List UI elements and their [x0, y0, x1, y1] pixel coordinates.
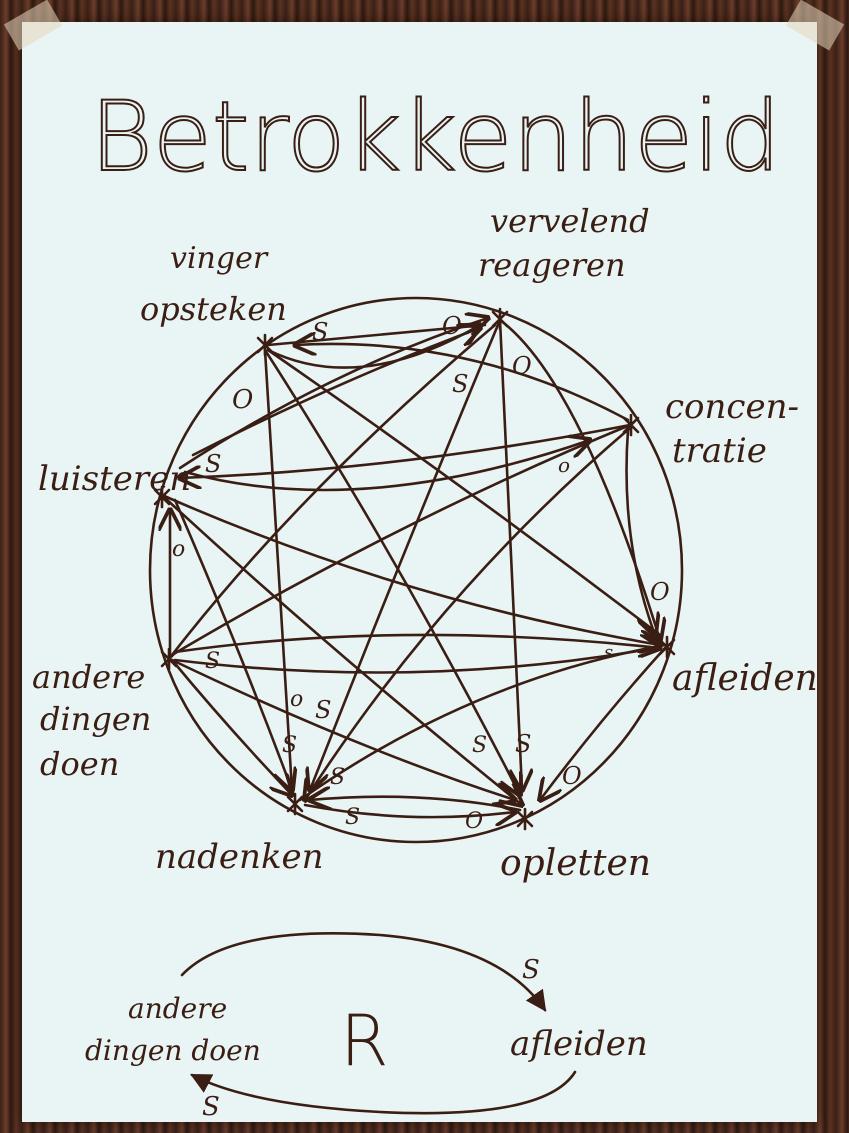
edge-marks: S O S O O S o O o S s o S S S S O S S O — [172, 312, 670, 834]
mark-s: S — [282, 733, 297, 758]
mark-o: O — [650, 578, 670, 606]
mark-s: S — [345, 805, 360, 830]
node-star-andere — [160, 647, 178, 671]
relationship-circle — [148, 296, 684, 844]
mark-o: O — [465, 809, 483, 834]
label-luisteren: luisteren — [38, 459, 191, 499]
label-concen: concen- — [665, 387, 799, 427]
mark-o: O — [562, 762, 582, 790]
mark-s: S — [205, 649, 220, 674]
edge-concentratie-nadenken — [305, 426, 632, 800]
edge-luisteren-vervelend-1 — [178, 318, 488, 470]
edge-vinger-opletten — [263, 348, 520, 795]
label-opletten: opletten — [500, 843, 651, 884]
label-reageren: reageren — [478, 246, 626, 284]
mark-s: S — [472, 733, 487, 758]
edge-luisteren-concentratie — [183, 440, 590, 492]
legend-right-node: afleiden — [510, 1024, 648, 1064]
edge-andere-opletten — [170, 658, 515, 800]
label-dingen: dingen — [40, 700, 151, 738]
mark-o: O — [442, 312, 462, 340]
mark-o-small: o — [172, 537, 185, 562]
label-nadenken: nadenken — [155, 837, 324, 877]
node-star-luisteren — [153, 485, 171, 509]
edge-afleiden-nadenken — [298, 643, 667, 802]
label-vervelend: vervelend — [490, 202, 650, 240]
edge-andere-afleiden-1 — [173, 633, 660, 652]
label-afleiden: afleiden — [672, 658, 818, 699]
mark-s: S — [205, 450, 221, 478]
edges — [162, 318, 665, 817]
mark-s: S — [452, 370, 468, 398]
label-tratie: tratie — [672, 431, 767, 471]
label-andere: andere — [32, 658, 145, 696]
edge-concentratie-vinger — [295, 344, 630, 422]
legend-arrow-bottom — [190, 1070, 577, 1115]
node-star-concentratie — [622, 413, 640, 437]
edge-opletten-nadenken — [310, 797, 522, 810]
legend-left-line2: dingen doen — [85, 1034, 261, 1067]
edge-concentratie-andere — [170, 423, 632, 657]
node-markers — [153, 307, 676, 831]
edge-andere-vervelend — [170, 323, 497, 657]
edge-vinger-afleiden — [266, 348, 662, 637]
edge-vinger-vervelend-curve — [266, 325, 480, 369]
node-star-afleiden — [658, 635, 676, 659]
mark-s: S — [315, 696, 331, 724]
label-opsteken: opsteken — [140, 290, 287, 328]
edge-luisteren-afleiden — [160, 493, 660, 645]
edge-afleiden-opletten — [540, 646, 667, 800]
edge-vervelend-opletten — [498, 318, 522, 790]
page-title: Betrokkenheid — [90, 81, 781, 193]
legend-letter-r: R — [340, 1000, 389, 1082]
edge-nadenken-opletten — [303, 805, 515, 817]
paper-sheet — [22, 22, 817, 1122]
label-doen: doen — [40, 745, 119, 783]
legend-arrow-top — [180, 932, 547, 1012]
node-star-nadenken — [286, 792, 304, 816]
edge-concentratie-afleiden — [625, 428, 655, 635]
edge-luisteren-vervelend-2 — [191, 328, 480, 457]
edge-luisteren-opletten — [163, 496, 522, 805]
label-vinger: vinger — [170, 241, 269, 276]
node-star-vervelend — [491, 307, 509, 331]
legend: S S R andere dingen doen afleiden — [85, 932, 648, 1122]
edge-luisteren-nadenken — [173, 498, 292, 790]
mark-o-small: o — [290, 687, 303, 712]
edge-vervelend-nadenken — [310, 318, 502, 790]
edge-vinger-vervelend-o — [266, 323, 487, 347]
mark-o-small: o — [558, 453, 570, 477]
mark-s-small: s — [604, 642, 613, 663]
legend-bottom-label: S — [202, 1092, 220, 1122]
edge-vinger-nadenken — [263, 348, 294, 792]
edge-andere-nadenken — [170, 658, 292, 795]
legend-top-label: S — [522, 955, 540, 985]
mark-o: O — [232, 385, 253, 415]
mark-s: S — [515, 730, 531, 758]
legend-left-line1: andere — [128, 992, 227, 1025]
node-star-vinger — [256, 333, 274, 357]
edge-andere-afleiden-2 — [173, 646, 657, 674]
mark-s: S — [330, 765, 345, 790]
mark-o: O — [512, 352, 532, 380]
node-star-opletten — [516, 807, 534, 831]
mark-s: S — [312, 318, 328, 346]
